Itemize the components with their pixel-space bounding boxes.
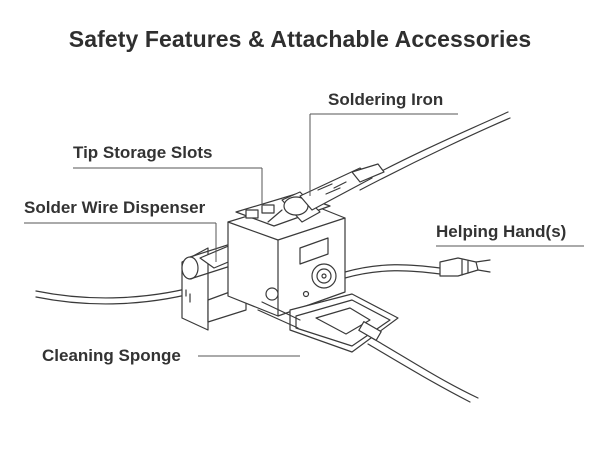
iron-cord-2 [359,117,511,191]
label-solder-wire-dispenser: Solder Wire Dispenser [24,198,206,217]
label-tip-storage-slots: Tip Storage Slots [73,143,213,162]
helping-hand-clip [439,257,491,277]
bottom-cord-2 [367,343,471,403]
label-helping-hands: Helping Hand(s) [436,222,567,241]
soldering-iron [267,163,385,223]
sponge-tray [257,287,399,353]
label-cleaning-sponge: Cleaning Sponge [42,346,181,365]
hand-cord-2 [344,270,441,279]
left-cord [35,289,206,305]
hand-cord [344,264,441,273]
bottom-cord [371,337,479,399]
label-soldering-iron: Soldering Iron [328,90,444,109]
page-title: Safety Features & Attachable Accessories [68,26,532,52]
